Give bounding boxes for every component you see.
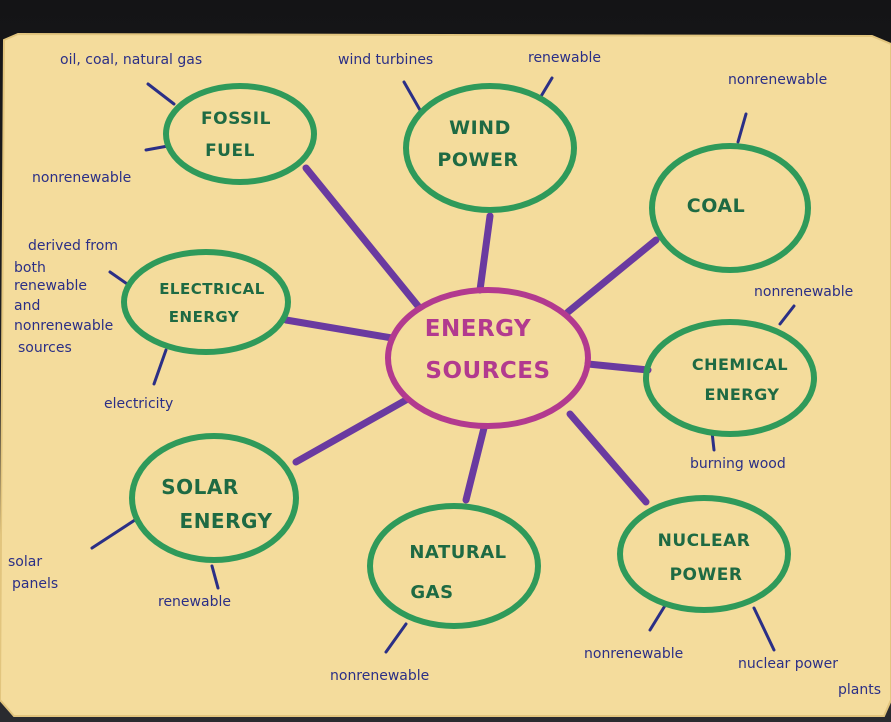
note-coal-nonrenewable: nonrenewable <box>728 72 827 88</box>
note-fossil-examples: oil, coal, natural gas <box>60 52 202 68</box>
electrical-energy-ellipse <box>121 249 291 355</box>
note-natural-gas-nonrenewable: nonrenewable <box>330 668 429 684</box>
natural-gas-line2: GAS <box>410 582 453 603</box>
stroke-nuclear-right <box>752 606 776 652</box>
note-wind-renewable: renewable <box>528 50 601 66</box>
solar-energy-line2: ENERGY <box>180 509 273 533</box>
connector-coal <box>564 236 660 316</box>
note-electrical-renewable: renewable <box>14 278 87 294</box>
stroke-fossil-bottom <box>144 144 170 152</box>
wind-power-ellipse <box>403 83 577 213</box>
connector-chemical <box>584 360 652 374</box>
note-electrical-both: both <box>14 260 46 276</box>
nuclear-power-line2: POWER <box>670 565 743 585</box>
stroke-fossil-top <box>146 82 176 106</box>
chemical-energy-line1: CHEMICAL <box>692 355 788 374</box>
natural-gas-ellipse <box>367 503 541 629</box>
note-chemical-nonrenewable: nonrenewable <box>754 284 853 300</box>
node-ellipses <box>121 83 817 629</box>
stroke-solar-bottom <box>210 564 220 590</box>
electrical-energy-line2: ENERGY <box>169 308 240 326</box>
stroke-electrical-bottom <box>152 348 168 386</box>
note-wind-turbines: wind turbines <box>338 52 433 68</box>
center-title-line2: SOURCES <box>425 358 550 384</box>
coal-line1: COAL <box>687 195 745 217</box>
stroke-solar-left <box>90 516 140 550</box>
note-nuclear-power-plants: nuclear power <box>738 656 838 672</box>
note-solar-solar: solar <box>8 554 42 570</box>
wind-power-line2: POWER <box>437 149 518 171</box>
note-electrical-electricity: electricity <box>104 396 173 412</box>
note-nuclear-nonrenewable: nonrenewable <box>584 646 683 662</box>
note-electrical-derived: derived from <box>28 238 118 254</box>
coal-ellipse <box>649 143 811 273</box>
stroke-wind-right <box>538 76 554 100</box>
note-electrical-and: and <box>14 298 40 314</box>
connector-nuclear <box>566 410 650 506</box>
solar-energy-line1: SOLAR <box>161 475 239 499</box>
nuclear-power-ellipse <box>617 495 791 613</box>
natural-gas-line1: NATURAL <box>409 542 506 563</box>
note-electrical-nonrenewable: nonrenewable <box>14 318 113 334</box>
stroke-wind-left <box>402 80 422 112</box>
note-solar-panels: panels <box>12 576 58 592</box>
connector-wind <box>476 212 494 294</box>
nuclear-power-line1: NUCLEAR <box>658 531 751 551</box>
wind-power-line1: WIND <box>449 117 511 139</box>
stroke-natural-gas-bottom <box>384 622 408 654</box>
fossil-fuel-ellipse <box>163 83 317 185</box>
center-title-line1: ENERGY <box>425 316 531 342</box>
fossil-fuel-line1: FOSSIL <box>201 109 271 129</box>
note-electrical-sources: sources <box>18 340 72 356</box>
solar-energy-ellipse <box>129 433 299 563</box>
electrical-energy-line1: ELECTRICAL <box>159 280 265 298</box>
paper-sheet <box>0 32 891 717</box>
connector-natural-gas <box>462 424 488 504</box>
chemical-energy-line2: ENERGY <box>705 385 780 404</box>
connector-lines <box>282 164 660 506</box>
note-nuclear-plants: plants <box>838 682 881 698</box>
connector-electrical <box>282 316 396 342</box>
stroke-coal-top <box>736 112 748 144</box>
note-chemical-burning-wood: burning wood <box>690 456 786 472</box>
note-fossil-nonrenewable: nonrenewable <box>32 170 131 186</box>
annotation-texts: oil, coal, natural gas nonrenewable wind… <box>8 50 881 698</box>
stroke-nuclear-left <box>648 602 668 632</box>
center-ellipse <box>385 287 591 429</box>
connector-solar <box>292 396 410 466</box>
node-labels: FOSSIL FUEL WIND POWER COAL ELECTRICAL E… <box>159 109 788 603</box>
chemical-energy-ellipse <box>643 319 817 437</box>
stroke-chemical-top <box>778 304 796 326</box>
note-solar-renewable: renewable <box>158 594 231 610</box>
connector-fossil <box>302 164 422 310</box>
fossil-fuel-line2: FUEL <box>205 141 255 161</box>
